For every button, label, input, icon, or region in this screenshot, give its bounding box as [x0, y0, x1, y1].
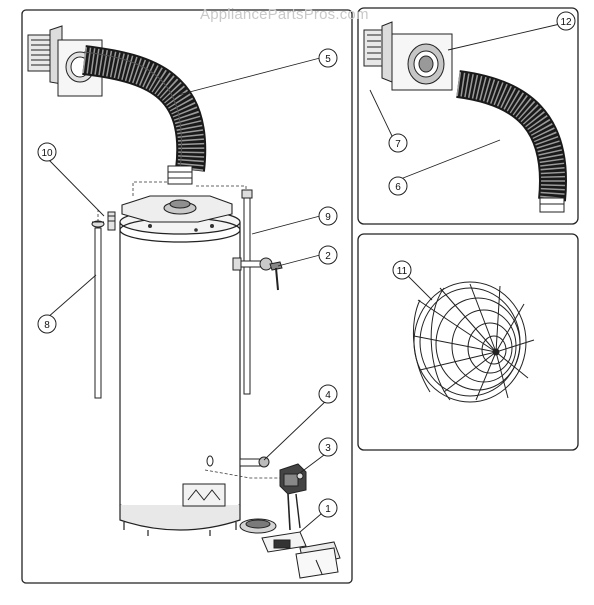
callout-4: 4: [325, 390, 331, 401]
callout-2: 2: [325, 251, 331, 262]
callout-6: 6: [395, 182, 401, 193]
callout-leader-screen: [407, 275, 433, 301]
tank-side-port: [206, 455, 214, 467]
burner-access-door: [182, 483, 226, 507]
callout-bubble-screen: [392, 260, 412, 280]
callout-leaders-kit: [369, 23, 561, 181]
vent-screen-panel-frame: [357, 233, 579, 451]
flex-vent-hose-5: [82, 45, 207, 172]
assembly-guide-lines: [97, 181, 280, 479]
nipple-fitting-10: [107, 211, 116, 231]
anode-rod-9: [241, 189, 253, 395]
callout-bubbles-kit: [388, 11, 576, 196]
main-panel-frame: [21, 9, 353, 584]
callout-5: 5: [325, 54, 331, 65]
callout-3: 3: [325, 443, 331, 454]
thermocouple-fitting-4: [239, 456, 270, 468]
watermark: AppliancePartsPros.com: [200, 6, 369, 23]
relief-valve-2: [232, 257, 283, 291]
dip-tube-8: [91, 220, 105, 399]
callout-12: 12: [560, 17, 572, 28]
callout-10: 10: [41, 148, 53, 159]
vent-kit-terminal: [363, 21, 453, 91]
hose-collar: [167, 165, 193, 185]
callout-9: 9: [325, 212, 331, 223]
callout-1: 1: [325, 504, 331, 515]
vent-screen-11: [413, 281, 535, 403]
hose-end-collar: [539, 197, 565, 213]
callout-7: 7: [395, 139, 401, 150]
flex-vent-hose-6: [456, 70, 567, 202]
vent-kit-panel-frame: [357, 7, 579, 225]
tank-top-fittings: [148, 224, 214, 232]
callout-11: 11: [397, 266, 408, 277]
gas-control-valve-3: [279, 463, 307, 531]
callout-bubbles-main: [37, 48, 338, 518]
draft-hood: [121, 195, 233, 223]
water-heater-tank: [119, 209, 241, 536]
callout-8: 8: [44, 320, 50, 331]
burner-assembly-1: [239, 518, 341, 579]
